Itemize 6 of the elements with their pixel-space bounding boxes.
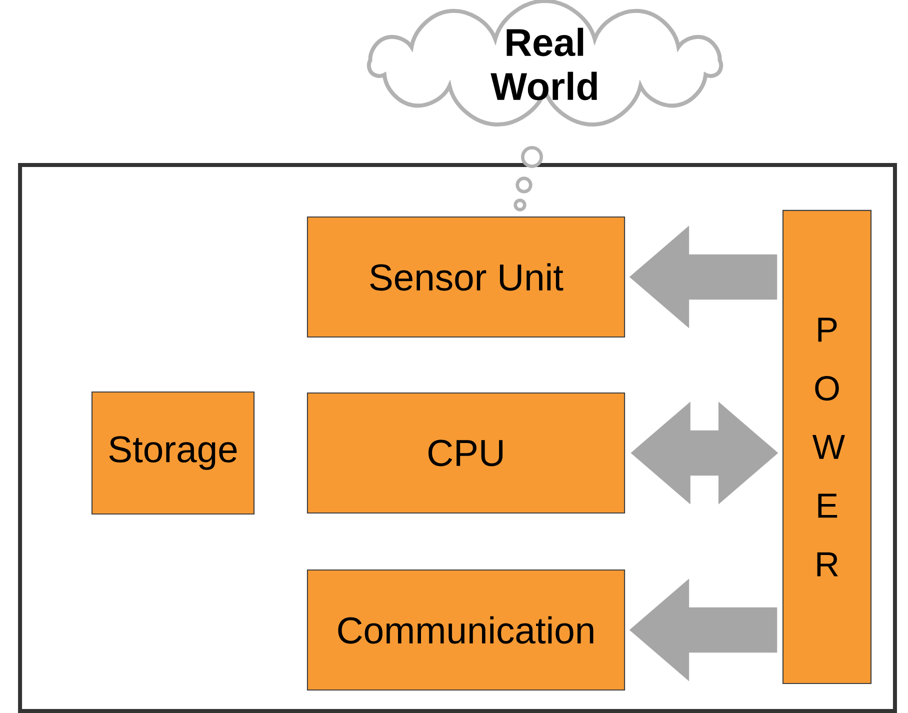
process-box: CPU — [306, 392, 626, 514]
process-box: Storage — [91, 391, 255, 515]
frame-box — [18, 163, 897, 713]
process-box: Sensor Unit — [306, 216, 626, 338]
process-box: Communication — [306, 569, 626, 691]
power-bar: POWER — [782, 210, 872, 684]
